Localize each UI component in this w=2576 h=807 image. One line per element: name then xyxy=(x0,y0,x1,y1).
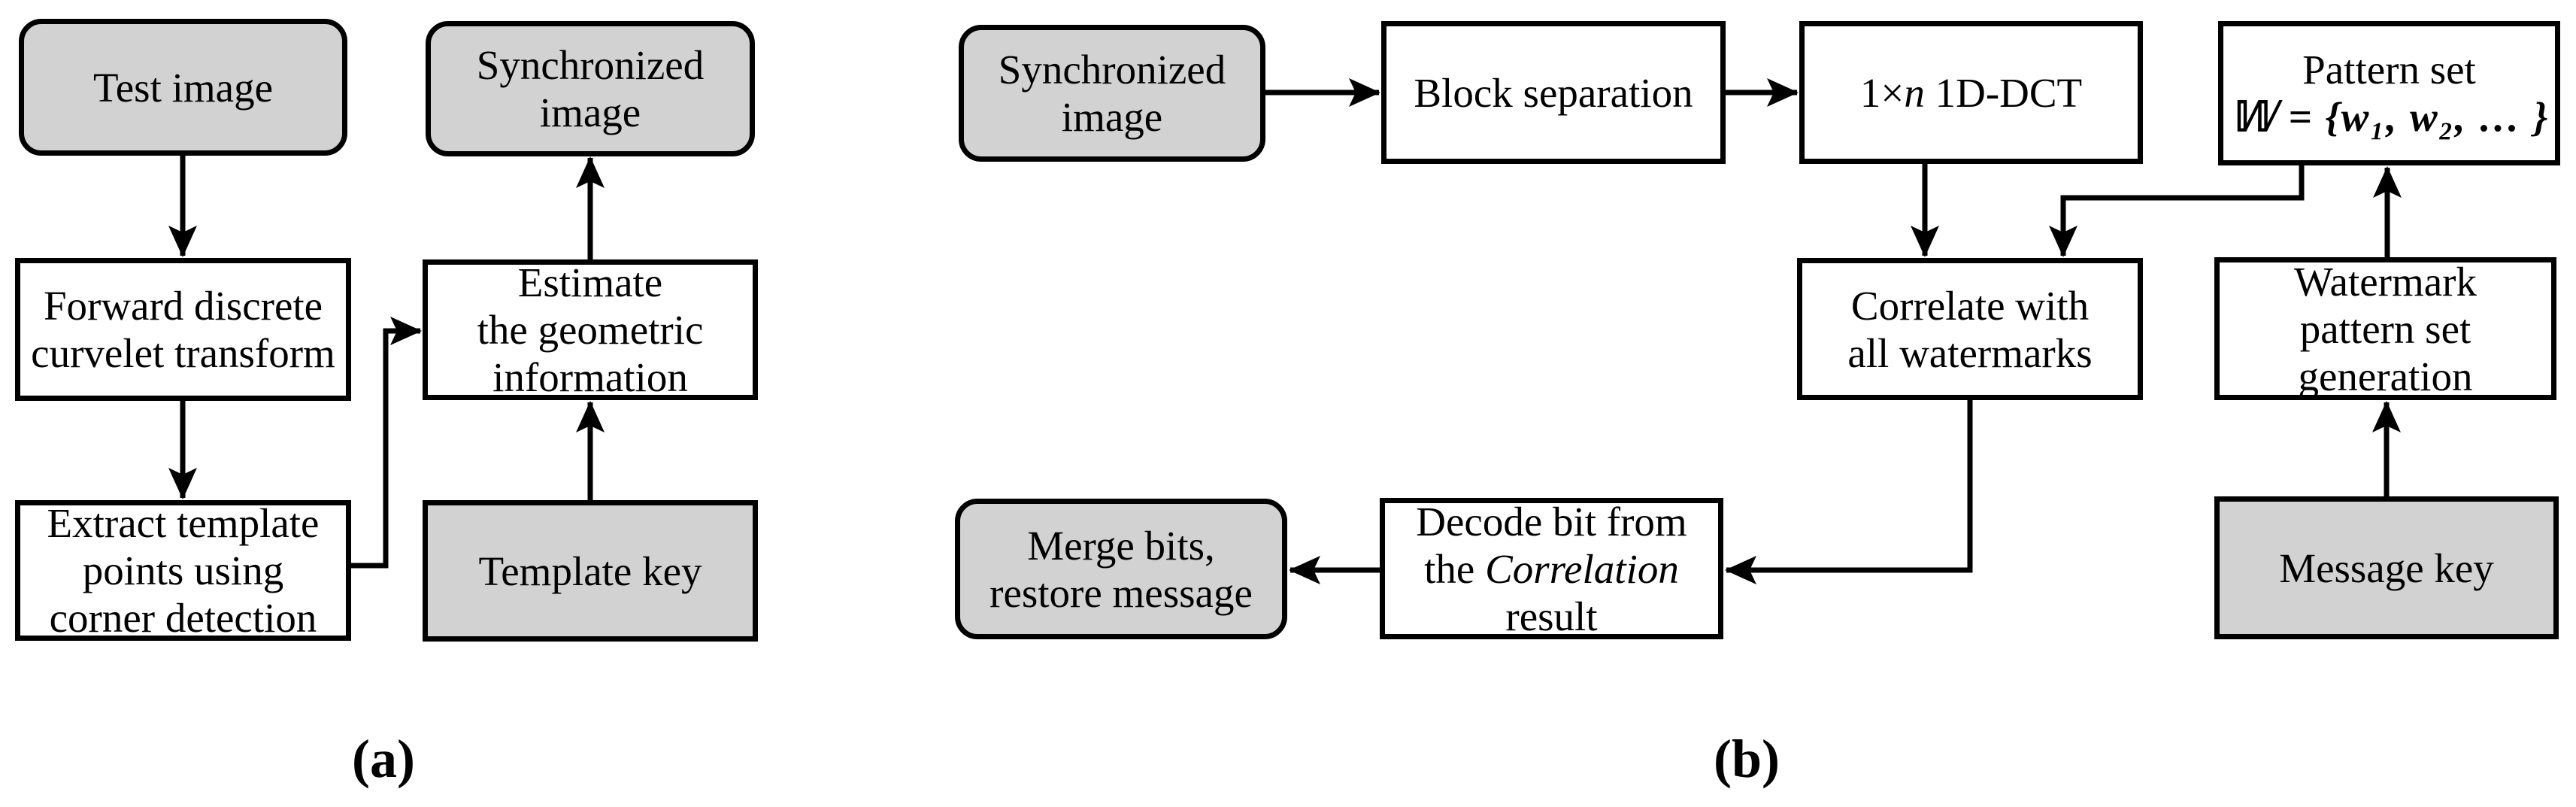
node-estimate-geometric-information: Estimate the geometric information xyxy=(423,259,758,400)
node-label: curvelet transform xyxy=(31,330,335,376)
node-label: all watermarks xyxy=(1847,329,2093,376)
pattern-set-formula: 𝕎 = {w₁, w₂, … } xyxy=(2229,94,2550,140)
node-label: Estimate xyxy=(517,259,663,305)
node-label: Extract template xyxy=(47,500,320,546)
node-label: Synchronized xyxy=(998,47,1226,93)
node-pattern-set: Pattern set 𝕎 = {w₁, w₂, … } xyxy=(2218,21,2560,165)
variable-n: n xyxy=(1904,69,1925,116)
node-label: Pattern set xyxy=(2302,47,2476,93)
caption-a: (a) xyxy=(352,729,415,789)
node-label: image xyxy=(1061,94,1163,140)
node-label: Template key xyxy=(478,548,702,594)
arrow-extract-to-estimate xyxy=(351,317,422,569)
node-label: image xyxy=(539,89,641,135)
node-label: Forward discrete xyxy=(43,283,323,329)
node-label: the Correlation xyxy=(1424,545,1679,592)
node-label: Decode bit from xyxy=(1416,498,1687,545)
arrow-correlate-to-decode xyxy=(1725,400,1973,584)
node-synchronized-image-a: Synchronized image xyxy=(426,21,755,156)
node-label: pattern set xyxy=(2299,305,2471,352)
node-label: 1×n 1D-DCT xyxy=(1859,69,2083,116)
node-merge-bits-restore-message: Merge bits, restore message xyxy=(955,499,1287,639)
node-label: the geometric xyxy=(477,307,704,353)
node-label: Merge bits, xyxy=(1027,522,1215,569)
node-synchronized-image-b: Synchronized image xyxy=(959,25,1265,162)
node-correlate-with-watermarks: Correlate with all watermarks xyxy=(1797,258,2143,400)
node-label: corner detection xyxy=(49,595,317,641)
node-watermark-pattern-generation: Watermark pattern set generation xyxy=(2214,257,2556,400)
caption-b: (b) xyxy=(1714,729,1780,789)
node-label: Block separation xyxy=(1414,69,1693,116)
node-block-separation: Block separation xyxy=(1381,21,1726,164)
node-template-key: Template key xyxy=(423,500,758,642)
node-label: Watermark xyxy=(2294,258,2477,305)
node-label: points using xyxy=(82,548,284,593)
node-message-key: Message key xyxy=(2214,496,2559,639)
node-label: Correlate with xyxy=(1850,282,2090,329)
node-decode-bit: Decode bit from the Correlation result xyxy=(1380,498,1723,639)
node-label: Test image xyxy=(93,64,273,111)
node-label: information xyxy=(492,354,688,400)
correlation-italic: Correlation xyxy=(1485,545,1679,592)
arrow-pattern-set-to-correlate xyxy=(2049,165,2305,257)
node-forward-curvelet-transform: Forward discrete curvelet transform xyxy=(15,258,351,401)
node-label: result xyxy=(1505,593,1598,639)
node-test-image: Test image xyxy=(19,19,347,156)
node-extract-template-points: Extract template points using corner det… xyxy=(15,500,351,641)
node-label: Synchronized xyxy=(476,42,705,88)
node-1d-dct: 1×n 1D-DCT xyxy=(1799,21,2143,164)
node-label: restore message xyxy=(989,569,1253,616)
node-label: Message key xyxy=(2279,545,2494,591)
node-label: generation xyxy=(2298,353,2473,399)
